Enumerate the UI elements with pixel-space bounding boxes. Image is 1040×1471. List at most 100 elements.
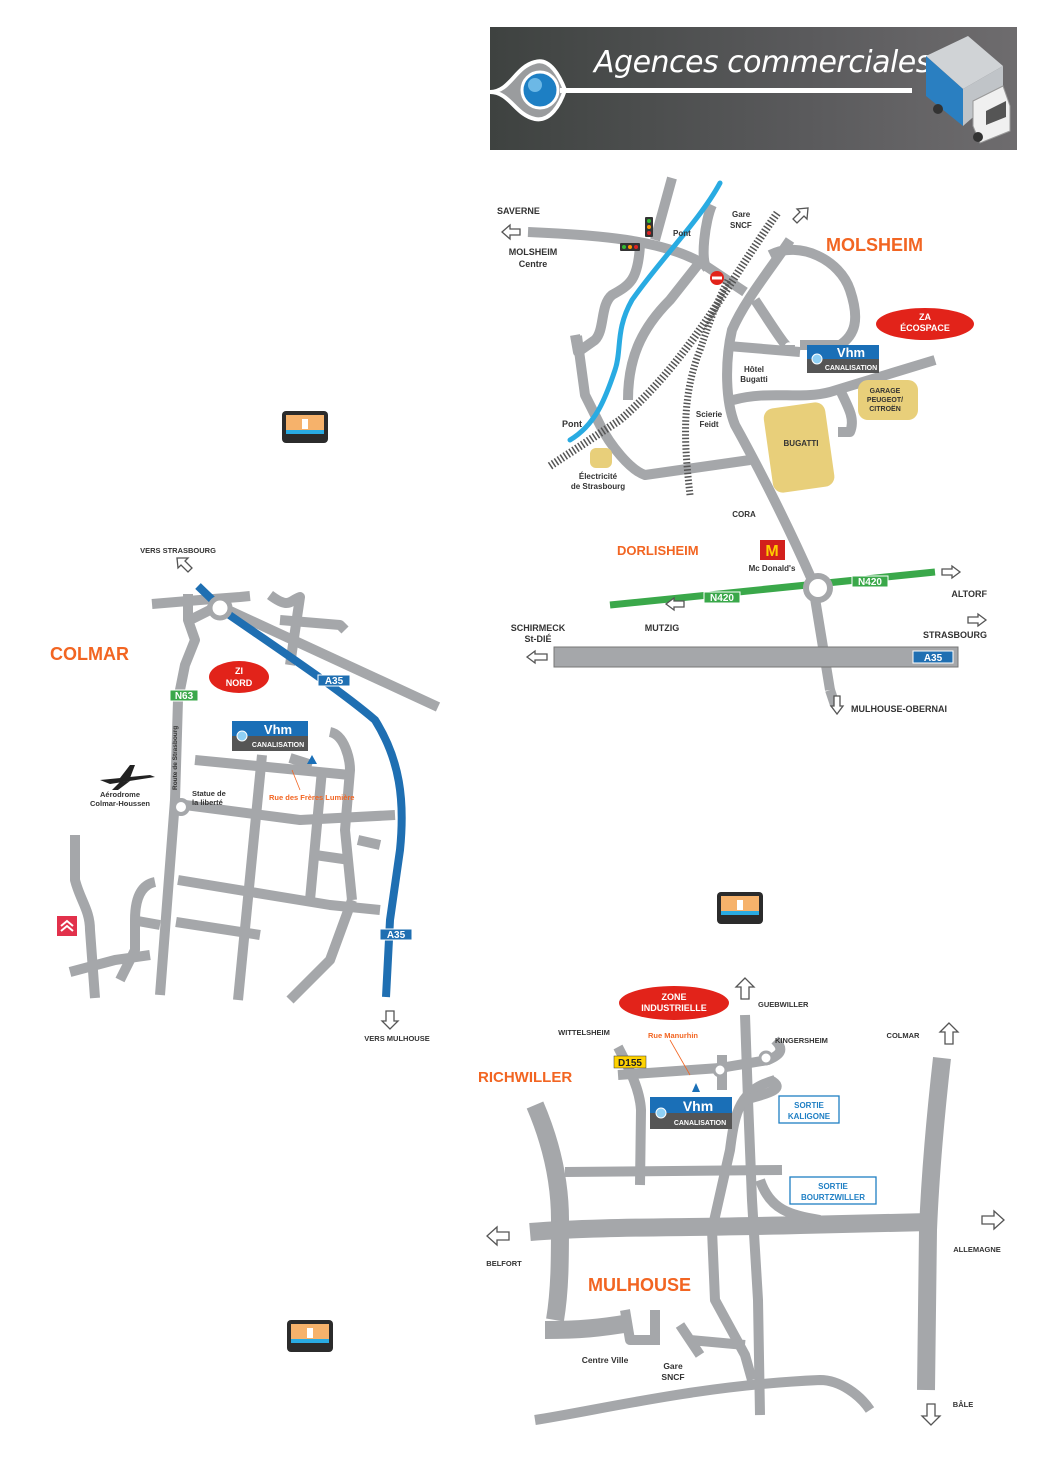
map-label: BELFORT xyxy=(486,1259,522,1268)
callout-line xyxy=(669,1039,691,1076)
location-marker-icon xyxy=(692,1083,700,1092)
railway-main xyxy=(547,209,782,470)
arrow-left-icon xyxy=(525,649,548,665)
map-label: CITROËN xyxy=(869,405,901,413)
arrow-upright-icon xyxy=(792,207,809,224)
logo-brand: Vhm xyxy=(837,345,865,360)
arrow-right-icon xyxy=(981,1209,1005,1231)
map-label: SCHIRMECK xyxy=(511,623,566,633)
badge-label: N63 xyxy=(175,691,194,702)
mulhouse-map: ZONE INDUSTRIELLE D155 Vhm CANALISATION … xyxy=(478,977,1005,1426)
mcdonalds-icon: M xyxy=(760,540,785,560)
arrow-down-icon xyxy=(380,1010,400,1030)
colmar-map: ZI NORD N63 A35 A35 Vhm CANALISATION COL… xyxy=(50,546,441,1043)
arrow-left-icon xyxy=(486,1225,510,1247)
logo-brand: Vhm xyxy=(683,1098,713,1114)
city-label: DORLISHEIM xyxy=(617,543,699,558)
map-label: de Strasbourg xyxy=(571,482,625,491)
colmar-roads xyxy=(68,590,441,1004)
exit-label: SORTIE xyxy=(818,1182,848,1191)
map-label: MOLSHEIM xyxy=(509,247,558,257)
map-label: Centre Ville xyxy=(582,1355,629,1365)
callout-line xyxy=(291,769,301,791)
map-label: KINGERSHEIM xyxy=(775,1036,828,1045)
map-label: la liberté xyxy=(192,798,223,807)
river xyxy=(567,180,723,443)
airplane-icon xyxy=(100,765,155,790)
badge-a35 xyxy=(379,928,413,941)
map-label: BUGATTI xyxy=(784,439,819,448)
page-title: Agences commerciales xyxy=(594,45,931,80)
molsheim-roads xyxy=(527,176,937,691)
arrow-upleft-icon xyxy=(176,557,193,573)
map-label: ALTORF xyxy=(951,589,987,599)
map-label: Scierie xyxy=(696,410,723,419)
map-label: Centre xyxy=(519,259,548,269)
map-label: Électricité xyxy=(579,472,618,481)
vhm-logo: Vhm CANALISATION xyxy=(807,345,879,373)
zone-label: ZI xyxy=(235,666,243,676)
map-label: VERS MULHOUSE xyxy=(364,1034,429,1043)
map-label: PEUGEOT/ xyxy=(867,397,903,404)
map-label: SAVERNE xyxy=(497,206,540,216)
location-marker-icon xyxy=(307,755,317,764)
exit-label: SORTIE xyxy=(794,1101,824,1110)
a35-highway xyxy=(195,583,406,998)
a35-highway xyxy=(553,646,959,668)
roundabout xyxy=(803,573,833,603)
header-banner: Agences commerciales xyxy=(490,27,1017,150)
bugatti-poi xyxy=(763,402,835,493)
map-label: Hôtel xyxy=(744,365,764,374)
badge-n420 xyxy=(703,591,741,604)
street-label: Rue Manurhin xyxy=(648,1031,698,1040)
garage-poi xyxy=(858,380,918,420)
electricite-poi xyxy=(590,448,612,468)
map-label: Pont xyxy=(673,229,691,238)
gps-navigator-icon[interactable] xyxy=(282,411,328,443)
sortie-bourtzwiller-box xyxy=(789,1176,877,1205)
arrow-right-icon xyxy=(967,612,988,628)
map-label: VERS STRASBOURG xyxy=(140,546,216,555)
map-label: GARAGE xyxy=(870,388,901,395)
map-label: Route de Strasbourg xyxy=(172,726,179,790)
zone-badge-zi-nord xyxy=(209,661,269,693)
city-label: MOLSHEIM xyxy=(826,235,923,255)
map-label: WITTELSHEIM xyxy=(558,1028,610,1037)
map-label: BÂLE xyxy=(953,1400,973,1409)
arrow-down-icon xyxy=(829,695,845,716)
map-label: Aérodrome xyxy=(100,790,140,799)
gps-navigator-icon[interactable] xyxy=(287,1320,333,1352)
city-label: MULHOUSE xyxy=(588,1275,691,1295)
logo-sub: CANALISATION xyxy=(674,1120,726,1127)
badge-label: D155 xyxy=(618,1058,642,1069)
roundabout xyxy=(712,1062,728,1078)
badge-label: A35 xyxy=(387,930,406,941)
arrow-up-icon xyxy=(734,977,756,1000)
badge-n420-label: N420 xyxy=(710,593,734,604)
exit-label: KALIGONE xyxy=(788,1112,831,1121)
zone-label: ZA xyxy=(919,312,931,322)
sortie-kaligone-box xyxy=(778,1095,840,1124)
map-label: St-DIÉ xyxy=(525,634,552,644)
arrow-left-icon xyxy=(664,596,685,612)
zone-label: ÉCOSPACE xyxy=(900,323,950,333)
zone-label: NORD xyxy=(226,678,253,688)
citroen-logo-icon xyxy=(57,916,77,936)
map-label: Gare xyxy=(663,1361,683,1371)
arrow-down-icon xyxy=(920,1403,942,1426)
map-label: Mc Donald's xyxy=(749,564,796,573)
logo-brand: Vhm xyxy=(264,722,292,737)
zone-label: ZONE xyxy=(661,992,686,1002)
map-label: Gare xyxy=(732,210,751,219)
vhm-logo: Vhm CANALISATION xyxy=(650,1097,732,1129)
map-label: Pont xyxy=(562,419,582,429)
badge-d155 xyxy=(613,1055,647,1069)
arrow-right-icon xyxy=(941,564,962,580)
map-label: MULHOUSE-OBERNAI xyxy=(851,704,947,714)
gps-navigator-icon[interactable] xyxy=(717,892,763,924)
roundabout xyxy=(207,595,233,621)
map-label: MUTZIG xyxy=(645,623,680,633)
zone-badge-industrielle xyxy=(619,986,729,1020)
badge-label: A35 xyxy=(325,676,344,687)
map-label: STRASBOURG xyxy=(923,630,987,640)
